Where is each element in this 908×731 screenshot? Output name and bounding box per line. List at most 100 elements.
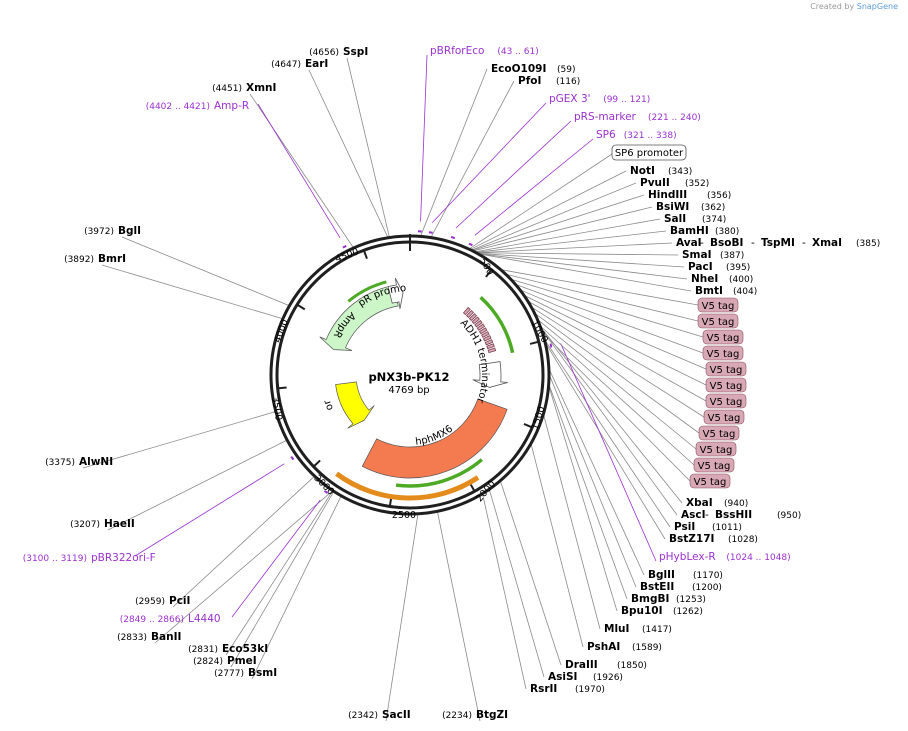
primer-amp-r: (4402 .. 4421)Amp-R: [146, 100, 347, 249]
site-bglii: BglII(1170): [648, 569, 723, 581]
v5-tag-block: [462, 307, 471, 316]
site-bsiwi: BsiWI(362): [656, 201, 725, 213]
primer-mark: [323, 490, 329, 494]
site-bgli: (3972)BglI: [84, 225, 141, 237]
leader-v5-tag: [507, 274, 699, 322]
site-sacii: (2342)SacII: [348, 709, 411, 721]
leader-btgzi: [437, 512, 481, 722]
site-position: (1262): [673, 607, 703, 617]
site-name: PmeI: [227, 655, 257, 667]
site-name: MluI: [604, 623, 629, 635]
site-dash: -: [700, 237, 704, 249]
leader-bpu10i: [549, 387, 618, 612]
plasmid-name: pNX3b-PK12: [368, 370, 449, 384]
leader-banii: [154, 490, 333, 644]
site-position: (2824): [193, 657, 223, 667]
ampr-green-band: [347, 280, 387, 303]
site-position: (385): [856, 239, 880, 249]
leader-haeii: [107, 440, 287, 531]
site-position: (400): [729, 275, 753, 285]
leader-sali: [476, 218, 661, 253]
site-position: (1028): [728, 535, 758, 545]
tick-label-4000: 4000: [272, 318, 291, 344]
site-name: SmaI: [682, 249, 712, 261]
leader-asisi: [489, 490, 545, 678]
site-paci: PacI(395): [688, 261, 750, 273]
site-position: (1253): [676, 595, 706, 605]
leader-v5-tag: [535, 313, 700, 434]
site-name: PshAI: [587, 641, 620, 653]
leader-smai: [478, 252, 679, 256]
leader-xmni: [249, 93, 354, 248]
tick-mark-3500: [277, 386, 287, 390]
site-position: (387): [720, 251, 744, 261]
site-name: PsiI: [674, 521, 695, 533]
v5-tag-text: V5 tag: [703, 429, 736, 440]
site-name: AvaI: [676, 237, 702, 249]
leader-primer-sp6: [474, 138, 594, 236]
leader-eari: [308, 69, 388, 237]
leader-paci: [479, 253, 685, 268]
site-position: (59): [557, 65, 575, 75]
v5-tag-block: [478, 327, 488, 335]
primer-pbrforeco: pBRforEco(43 .. 61): [417, 45, 539, 233]
site-name: BstEII: [640, 581, 674, 593]
leader-v5-tag: [521, 290, 707, 370]
v5-tag-block: [468, 313, 478, 322]
site-position: (2831): [188, 645, 218, 655]
plasmid-size: 4769 bp: [388, 385, 429, 396]
site-name: BanII: [151, 631, 181, 643]
primer-name: SP6: [596, 129, 616, 141]
site-position: (1417): [642, 625, 672, 635]
leader-sp6-promoter: [469, 153, 613, 249]
site-haeii: (3207)HaeII: [70, 518, 135, 530]
tick-label-2500: 2500: [392, 510, 416, 521]
site-name: EarI: [305, 58, 328, 70]
v5-tag-block: [474, 319, 483, 328]
leader-bamhi: [477, 230, 667, 253]
site-name: DraIII: [565, 659, 598, 671]
site-name: BsiWI: [656, 201, 689, 213]
primer-name: pGEX 3': [549, 93, 591, 105]
site-alwni: (3375)AlwNI: [45, 456, 113, 468]
v5-tag-text: V5 tag: [702, 301, 735, 312]
primer-sp6: SP6(321 .. 338): [468, 129, 677, 247]
site-name: RsrII: [530, 683, 557, 695]
site-banii: (2833)BanII: [117, 631, 181, 643]
site-position: (380): [715, 227, 739, 237]
leader-bsmi: [251, 496, 342, 680]
v5-tag-block: [482, 335, 492, 342]
adh1-terminator-feature: [472, 361, 508, 388]
site-nhei: NheI(400): [691, 273, 753, 285]
primer-range: (2849 .. 2866): [120, 615, 184, 625]
site-bmti: BmtI(404): [695, 285, 757, 297]
tick-label-500: 500: [477, 256, 496, 277]
v5-tag-box: [705, 393, 747, 409]
leader-v5-tag: [543, 333, 691, 482]
primer-mark: [468, 242, 473, 247]
leader-bstz17i: [546, 344, 666, 540]
leader-sacii: [385, 514, 419, 722]
site-noti: NotI(343): [630, 165, 692, 177]
site-hindiii: HindIII(356): [648, 189, 731, 201]
credit-prefix: Created by: [810, 2, 855, 11]
v5-tag-box: [697, 313, 739, 329]
leader-v5-tag: [541, 326, 695, 466]
primer-prs-marker: pRS-marker(221 .. 240): [450, 111, 701, 240]
site-position: (2959): [135, 597, 165, 607]
leader-alwni: [82, 411, 276, 469]
leader-sspi: [346, 57, 390, 237]
site-dash: -: [705, 509, 709, 521]
v5-tag-box: [702, 345, 744, 361]
leader-primer-l4440: [231, 499, 321, 618]
site-position: (374): [702, 215, 726, 225]
site-xmni: (4451)XmnI: [212, 82, 276, 94]
site-position: (950): [777, 511, 801, 521]
v5-tag-text: V5 tag: [708, 413, 741, 424]
site-name: BmtI: [695, 285, 723, 297]
leader-lines: [82, 54, 707, 722]
site-dash: -: [751, 237, 755, 249]
v5-tag-box: [689, 473, 731, 489]
